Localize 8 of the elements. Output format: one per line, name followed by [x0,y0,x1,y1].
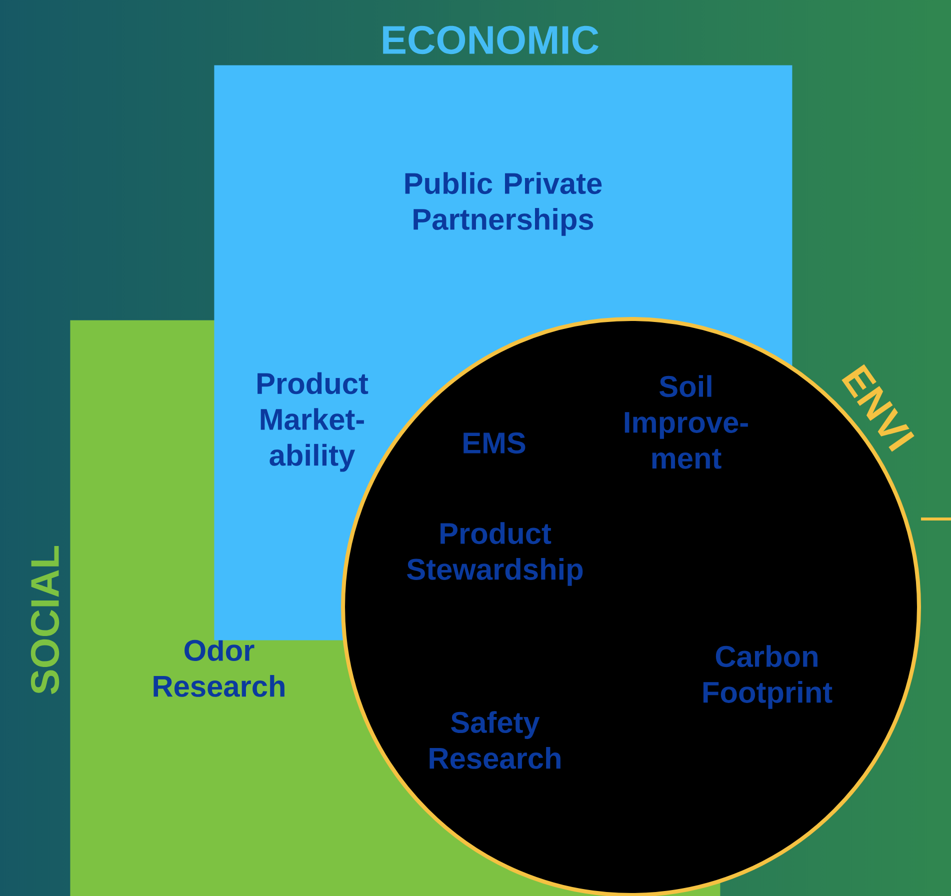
topic-label: Product Market-ability [258,372,368,472]
topic-label: Carbon Footprint [703,645,832,709]
topic-label: EMS [464,432,526,454]
topic-label: Public Private Partnerships [405,172,602,236]
topic-label: Safety Research [430,711,560,769]
topic-label: Soil Improve-ment [624,375,748,469]
topic-label: Product Stewardship [407,522,583,586]
topic-label: Odor Research [154,639,284,697]
